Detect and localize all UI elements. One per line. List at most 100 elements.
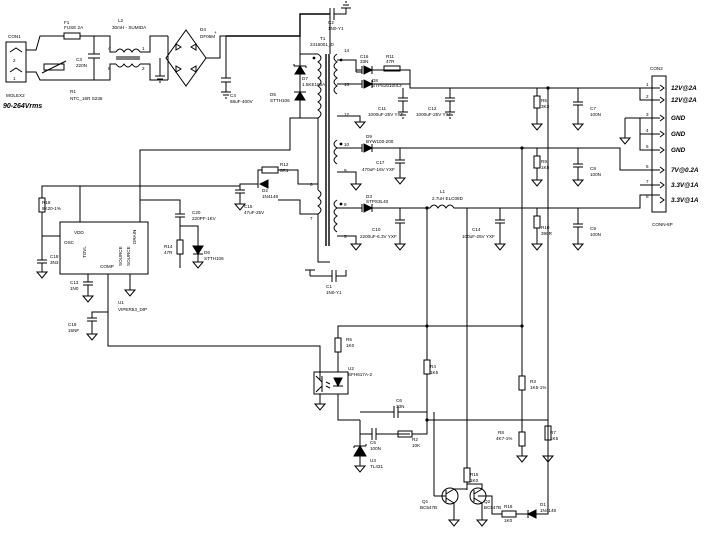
svg-text:1: 1 bbox=[142, 46, 145, 51]
c1-ref: C1 bbox=[326, 284, 332, 289]
con2-pin-label: 12V@2A bbox=[671, 85, 697, 92]
c3-value: 220N bbox=[76, 63, 87, 68]
r2-ref: R2 bbox=[412, 437, 418, 442]
l2-ref: L2 bbox=[118, 18, 124, 23]
u1-part: VIPER53_DIP bbox=[118, 307, 147, 312]
c10-value: 2200uF-6.3V YXF bbox=[360, 234, 397, 239]
con2-pin-label: GND bbox=[671, 131, 686, 138]
con2-pin-number: 7 bbox=[646, 179, 649, 184]
svg-text:12: 12 bbox=[344, 112, 350, 117]
u1-pin-osc: OSC bbox=[64, 240, 75, 245]
c14-value: 100uF-25V YXF bbox=[462, 234, 495, 239]
fuse-value: FUSE 2A bbox=[64, 25, 84, 30]
svg-text:7: 7 bbox=[310, 216, 313, 221]
r18-value: 8K20-1% bbox=[42, 206, 61, 211]
clamp-section: D7 1.5KE180A D5 STTH106 C2 1N0-Y1 C1 1N0… bbox=[270, 1, 351, 295]
c11-ref: C11 bbox=[378, 106, 387, 111]
svg-text:1: 1 bbox=[13, 76, 16, 81]
svg-text:2: 2 bbox=[13, 58, 16, 63]
con2-pin-contact bbox=[659, 166, 665, 174]
con1-part: MOLEX2 bbox=[6, 93, 25, 98]
con2-pin-number: 5 bbox=[646, 144, 649, 149]
u3-part: TL431 bbox=[370, 464, 383, 469]
d2-value: 1N4148 bbox=[262, 194, 279, 199]
u1-pin-source1: SOURCE bbox=[118, 246, 123, 266]
svg-text:8: 8 bbox=[344, 202, 347, 207]
svg-text:4: 4 bbox=[108, 46, 111, 51]
c5-ref: C5 bbox=[370, 440, 376, 445]
svg-text:14: 14 bbox=[344, 48, 350, 53]
controller-section: U1 VIPER53_DIP VDD OSC TOVL DRAIN COMP S… bbox=[35, 117, 321, 380]
q2-part: BC547B bbox=[484, 505, 501, 510]
c10-ref: C10 bbox=[372, 227, 381, 232]
c17-value: 470uF-16V YXF bbox=[362, 167, 395, 172]
c3-ref: C3 bbox=[76, 57, 82, 62]
d5-ref: D5 bbox=[270, 92, 276, 97]
t1-ref: T1 bbox=[320, 36, 326, 41]
c18-value: 3N3 bbox=[50, 260, 59, 265]
r4-ref: R4 bbox=[430, 364, 436, 369]
u1-ref: U1 bbox=[118, 300, 124, 305]
c2-ref: C2 bbox=[328, 20, 334, 25]
r11-ref: R11 bbox=[386, 54, 395, 59]
d6-value: STTH106 bbox=[204, 256, 224, 261]
d9-value: BYW100-200 bbox=[366, 139, 394, 144]
c8-value: 100N bbox=[590, 172, 601, 177]
u2-ref: U2 bbox=[348, 366, 354, 371]
con2-pin-labels: 112V@2A212V@2A3GND4GND5GND67V@0.2A73.3V@… bbox=[646, 82, 699, 204]
r6-ref: R5 bbox=[346, 337, 352, 342]
con2-pin-contact bbox=[659, 146, 665, 154]
d7-value: 1.5KE180A bbox=[302, 82, 326, 87]
c6-value: 33N bbox=[396, 404, 404, 409]
c12-ref: C12 bbox=[428, 106, 437, 111]
con2-pin-label: 3.3V@1A bbox=[671, 197, 699, 204]
r7-value: 1K5 bbox=[550, 436, 559, 441]
u1-pin-vdd: VDD bbox=[74, 230, 84, 235]
c2-value: 1N0-Y1 bbox=[328, 26, 344, 31]
c20-ref: C20 bbox=[192, 210, 201, 215]
con2-pin-label: GND bbox=[671, 147, 686, 154]
r16-ref: R16 bbox=[504, 504, 513, 509]
c6-ref: C6 bbox=[396, 398, 402, 403]
r12-value: 5R1 bbox=[280, 168, 289, 173]
con2-pin-number: 1 bbox=[646, 82, 649, 87]
d2-ref: D2 bbox=[262, 188, 268, 193]
r5-ref: R5 bbox=[541, 98, 547, 103]
d4-ref: D4 bbox=[200, 27, 206, 32]
r15-value: 1K0 bbox=[470, 478, 479, 483]
r10-ref: R10 bbox=[541, 225, 550, 230]
input-voltage-label: 90-264Vrms bbox=[3, 103, 42, 110]
connector-con2: CON2 CONN-8P 112V@2A212V@2A3GND4GND5GND6… bbox=[646, 66, 699, 227]
c14-ref: C14 bbox=[472, 227, 481, 232]
con2-pin-number: 4 bbox=[646, 128, 649, 133]
r3-value: 1K5-1% bbox=[530, 385, 546, 390]
r6-value: 1K0 bbox=[346, 343, 355, 348]
svg-text:+: + bbox=[214, 30, 217, 35]
u1-pin-drain: DRAIN bbox=[132, 230, 137, 244]
svg-text:10: 10 bbox=[344, 142, 350, 147]
d1-ref: D1 bbox=[540, 502, 546, 507]
d7-ref: D7 bbox=[302, 76, 308, 81]
ntc-value: NTC_16R S236 bbox=[70, 96, 103, 101]
c11-value: 1000uF-25V YXF bbox=[368, 112, 404, 117]
c19-ref: C19 bbox=[68, 322, 77, 327]
l1-value: 2.7uH ELC08D bbox=[432, 196, 464, 201]
svg-text:9: 9 bbox=[344, 168, 347, 173]
q2-ref: Q2 bbox=[484, 499, 491, 504]
d5-value: STTH106 bbox=[270, 98, 290, 103]
c15-value: 47uF-25V bbox=[244, 210, 265, 215]
r3-ref: R3 bbox=[530, 379, 536, 384]
transformer: T1 2416001_D 14 13 12 10 9 8 5 6 7 bbox=[310, 14, 350, 263]
r16-value: 1K0 bbox=[504, 518, 513, 523]
c17-ref: C17 bbox=[376, 160, 385, 165]
c18-ref: C18 bbox=[50, 254, 59, 259]
u2-part: SFH617A-2 bbox=[348, 372, 372, 377]
q1-part: BC547B bbox=[420, 505, 437, 510]
con2-pin-label: GND bbox=[671, 115, 686, 122]
c8-ref: C8 bbox=[590, 166, 596, 171]
c4-ref: C4 bbox=[230, 93, 236, 98]
u1-pin-tovl: TOVL bbox=[82, 246, 87, 258]
r5-value: 3K3 bbox=[541, 104, 550, 109]
c15-ref: C15 bbox=[244, 204, 253, 209]
